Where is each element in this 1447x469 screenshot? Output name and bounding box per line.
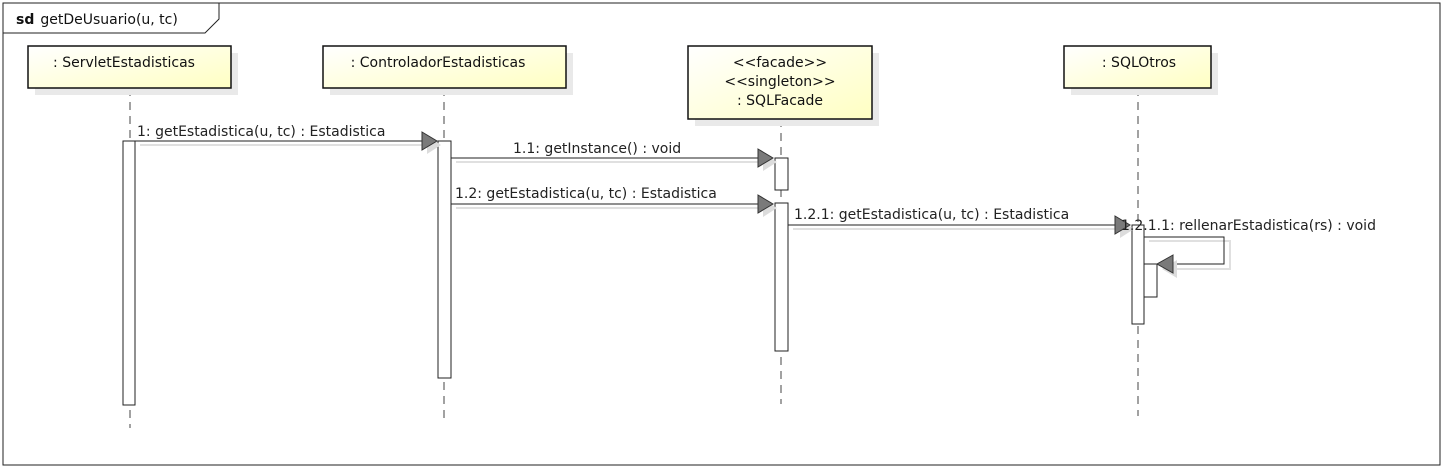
lifeline-controlador[interactable]: : ControladorEstadisticas: [322, 45, 573, 95]
arrowhead-icon: [421, 131, 438, 151]
message-1-2-1-label: 1.2.1: getEstadistica(u, tc) : Estadisti…: [794, 207, 1069, 223]
message-1-label: 1: getEstadistica(u, tc) : Estadistica: [137, 124, 385, 140]
lifeline-facade[interactable]: <<facade>> <<singleton>> : SQLFacade: [687, 45, 879, 126]
frame-name: getDeUsuario(u, tc): [40, 12, 177, 28]
message-1-1[interactable]: 1.1: getInstance() : void: [451, 141, 777, 171]
arrowhead-icon: [1114, 215, 1131, 235]
lifeline-otros-label: : SQLOtros: [1102, 55, 1176, 71]
activation-otros-self: [1143, 263, 1158, 298]
activation-servlet: [122, 140, 136, 406]
activation-facade-getestadistica: [774, 202, 789, 352]
message-1-2-1-1-label: 1.2.1.1: rellenarEstadistica(rs) : void: [1121, 218, 1376, 234]
frame-title: sd getDeUsuario(u, tc): [16, 12, 178, 28]
activation-otros: [1131, 224, 1145, 325]
lifeline-controlador-label: : ControladorEstadisticas: [351, 55, 526, 71]
frame-tab: [3, 3, 220, 34]
lifeline-facade-stereotype-1: <<facade>>: [733, 55, 827, 71]
frame-keyword: sd: [16, 12, 34, 28]
arrowhead-icon: [1155, 254, 1174, 274]
message-1[interactable]: 1: getEstadistica(u, tc) : Estadistica: [135, 124, 441, 154]
message-1-2-1[interactable]: 1.2.1: getEstadistica(u, tc) : Estadisti…: [788, 207, 1134, 238]
activation-facade-getinstance: [774, 157, 789, 191]
activation-controlador: [437, 140, 452, 379]
lifeline-servlet[interactable]: : ServletEstadisticas: [27, 45, 238, 95]
message-1-1-label: 1.1: getInstance() : void: [513, 141, 681, 157]
lifeline-facade-stereotype-2: <<singleton>>: [724, 74, 835, 90]
lifeline-facade-label: : SQLFacade: [737, 93, 823, 109]
lifeline-otros[interactable]: : SQLOtros: [1063, 45, 1218, 95]
message-1-2-label: 1.2: getEstadistica(u, tc) : Estadistica: [455, 186, 717, 202]
arrowhead-icon: [757, 148, 774, 168]
arrowhead-icon: [757, 194, 774, 214]
message-1-2-1-1[interactable]: 1.2.1.1: rellenarEstadistica(rs) : void: [1121, 218, 1376, 278]
lifeline-servlet-label: : ServletEstadisticas: [53, 55, 195, 71]
message-1-2[interactable]: 1.2: getEstadistica(u, tc) : Estadistica: [451, 186, 777, 217]
